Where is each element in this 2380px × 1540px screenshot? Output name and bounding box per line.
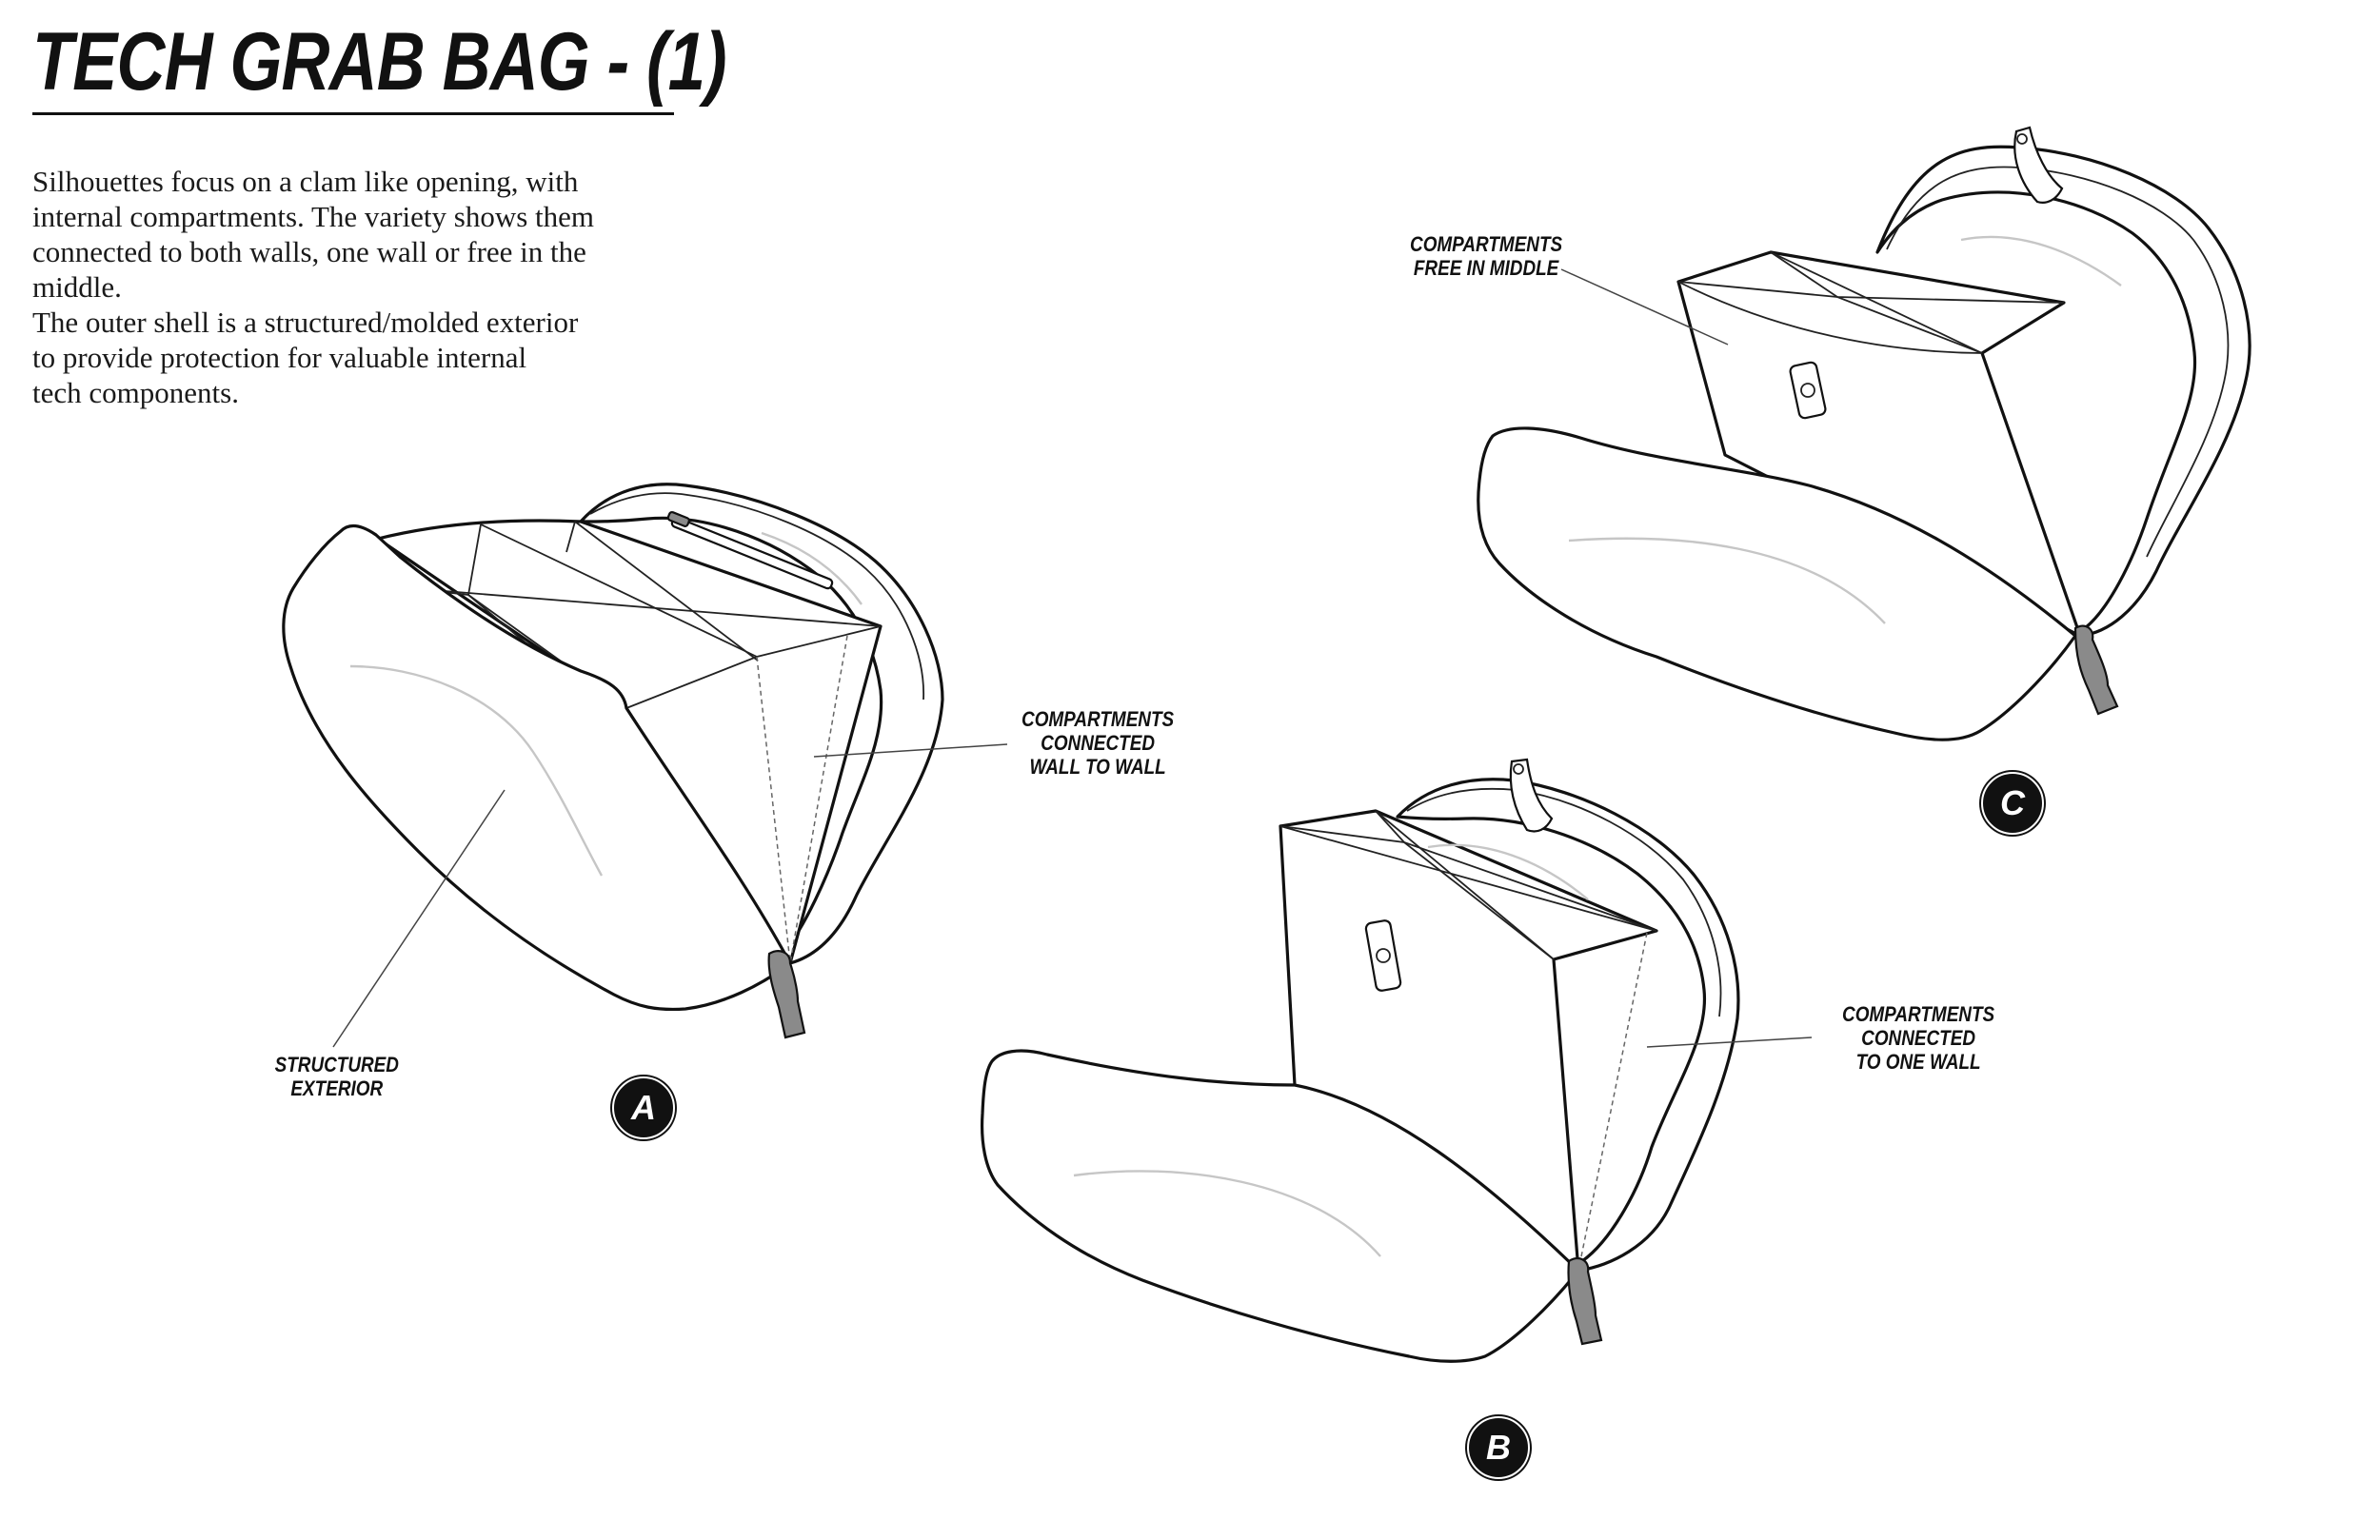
bag-b-snap-tab: [1364, 919, 1402, 992]
bag-c-snap: [1800, 383, 1815, 398]
bag-a-compartment-stitch: [789, 635, 848, 964]
callout-wall-to-wall: COMPARTMENTS CONNECTED WALL TO WALL: [1021, 707, 1174, 779]
bag-a-inner-zip-pull: [666, 510, 690, 527]
callout-line: FREE IN MIDDLE: [1413, 256, 1559, 280]
bag-c-compartment-fold: [1770, 251, 1983, 354]
bag-b-compartment-fold: [1279, 825, 1657, 932]
bag-a-compartment-fold: [565, 521, 576, 553]
callout-line: COMPARTMENTS: [1021, 707, 1175, 731]
bag-a-back-shell: [579, 483, 944, 965]
bag-b-back-rim: [1406, 787, 1722, 1017]
variant-badge-c: C: [1981, 772, 2044, 835]
bag-a-front-shell: [282, 523, 792, 1012]
description-line: internal compartments. The variety shows…: [32, 200, 594, 233]
bag-a-highlight: [349, 664, 604, 877]
description-line: to provide protection for valuable inter…: [32, 341, 527, 374]
bag-a-zipper-pull: [767, 950, 806, 1039]
callout-line: STRUCTURED: [274, 1053, 399, 1076]
bag-b-highlight: [1073, 1170, 1381, 1257]
bag-b-compartment-fold: [1375, 810, 1555, 960]
leader-line-structured-exterior: [332, 789, 506, 1048]
description-text: Silhouettes focus on a clam like opening…: [32, 164, 718, 410]
bag-c-sketch: [1477, 126, 2251, 741]
description-line: Silhouettes focus on a clam like opening…: [32, 165, 579, 198]
callout-free-middle: COMPARTMENTS FREE IN MIDDLE: [1410, 232, 1562, 280]
bag-c-front-shell: [1477, 426, 2077, 741]
bag-a-compartment-fold: [574, 521, 759, 661]
bag-c-compartment-fold: [1770, 251, 2065, 304]
bag-b-front-shell: [980, 1049, 1580, 1363]
bag-b-zipper-pull: [1567, 1256, 1603, 1346]
description-line: middle.: [32, 270, 122, 304]
bag-b-snap: [1376, 948, 1391, 963]
bag-a-sketch: [282, 483, 944, 1039]
variant-badge-a: A: [612, 1076, 675, 1139]
description-line: The outer shell is a structured/molded e…: [32, 306, 579, 339]
leader-line-free-middle: [1560, 268, 1729, 346]
callout-line: WALL TO WALL: [1029, 755, 1166, 779]
page-title: TECH GRAB BAG - (1): [32, 16, 727, 108]
bag-c-back-rim: [1886, 166, 2230, 558]
callout-one-wall: COMPARTMENTS CONNECTED TO ONE WALL: [1842, 1002, 1994, 1074]
callout-line: CONNECTED: [1861, 1026, 1976, 1050]
bag-a-compartment-fold: [408, 587, 882, 627]
bag-a-compartment: [376, 519, 883, 965]
leader-line-wall-to-wall: [813, 743, 1008, 758]
bag-c-strap-loop: [2013, 126, 2064, 204]
variant-badge-b: B: [1467, 1416, 1530, 1479]
bag-a-compartment-fold: [480, 523, 758, 658]
leader-line-one-wall: [1646, 1037, 1813, 1048]
callout-structured-exterior: STRUCTURED EXTERIOR: [275, 1053, 399, 1100]
bag-c-highlight: [1960, 235, 2122, 286]
callout-line: EXTERIOR: [290, 1076, 384, 1100]
bag-c-strap-rivet: [2016, 133, 2028, 145]
bag-c-zipper-pull: [2073, 624, 2119, 716]
bag-a-back-rim: [589, 492, 924, 701]
description-line: tech components.: [32, 376, 239, 409]
bag-c-snap-tab: [1789, 361, 1827, 420]
bag-c-back-shell: [1875, 145, 2251, 638]
bag-b-sketch: [980, 758, 1740, 1363]
bag-b-compartment-stitch: [1577, 932, 1648, 1272]
bag-b-strap-rivet: [1513, 763, 1524, 775]
title-underline: [32, 112, 674, 115]
bag-b-strap-loop: [1509, 758, 1554, 833]
bag-c-highlight: [1568, 537, 1886, 624]
bag-b-compartment-fold: [1375, 810, 1657, 932]
bag-c-compartment-fold: [1677, 281, 1983, 354]
callout-line: TO ONE WALL: [1855, 1050, 1981, 1074]
bag-b-highlight: [1427, 843, 1589, 900]
description-line: connected to both walls, one wall or fre…: [32, 235, 586, 268]
bag-a-highlight: [761, 531, 863, 605]
callout-line: COMPARTMENTS: [1410, 232, 1563, 256]
callout-line: CONNECTED: [1041, 731, 1156, 755]
callout-line: COMPARTMENTS: [1842, 1002, 1995, 1026]
